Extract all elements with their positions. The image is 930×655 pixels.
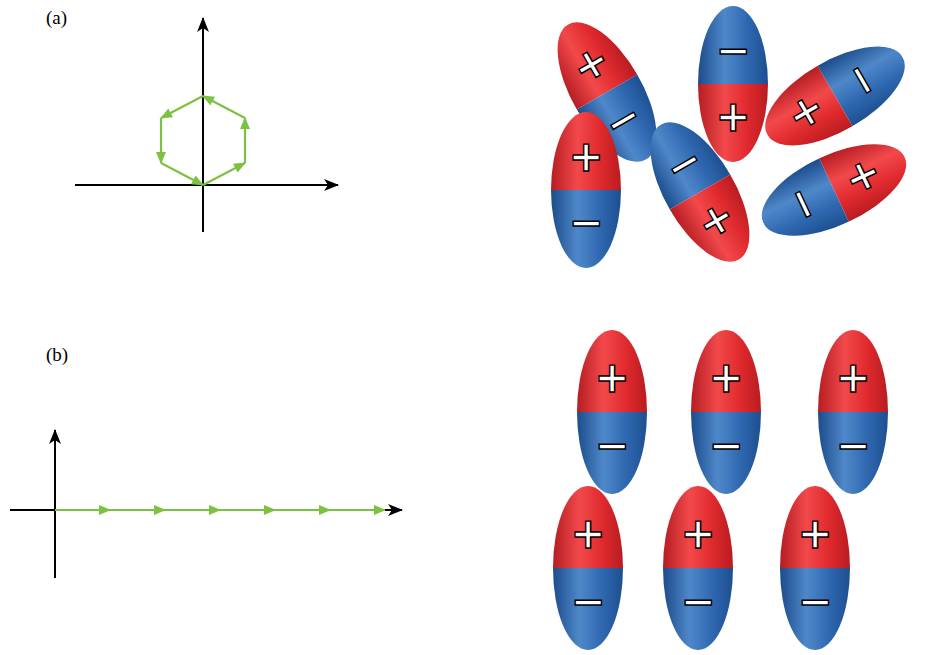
charge-half [670,175,770,278]
charge-half [698,6,768,84]
charge-half [553,568,623,650]
charge-sign: − [797,581,832,623]
dipole-vector [275,509,330,511]
charge-half [577,412,647,494]
dipole-molecules [538,6,920,650]
dipole-vector [244,118,246,163]
charge-sign: + [797,513,832,555]
dipole-vector [330,509,385,511]
dipole-vector [220,509,275,511]
charge-sign: − [570,581,605,623]
charge-sign: − [835,425,870,467]
dipole-ellipsoid [577,330,647,494]
axis-line [202,18,204,232]
dipole-vector [160,118,162,163]
dipole-ellipsoid [663,486,733,650]
dipole-vectors [55,509,385,511]
charge-half [780,486,850,568]
charge-sign: + [715,96,750,138]
charge-half [818,412,888,494]
panel-label: (a) [46,8,67,27]
charge-half [553,486,623,568]
dipole-ellipsoid [551,112,621,268]
charge-half [749,158,849,254]
dipole-ellipsoid [691,330,761,494]
charge-half [818,330,888,412]
charge-half [577,330,647,412]
dipole-vector [165,509,220,511]
dipole-vector [110,509,165,511]
charge-sign: − [680,581,715,623]
dipole-ellipsoid [553,486,623,650]
dipole-vector [203,163,245,185]
axis-line [10,509,402,511]
dipole-vector [161,163,203,185]
charge-sign: − [708,425,743,467]
dipole-ellipsoid [750,27,920,166]
panel-label: (b) [46,345,68,364]
axis-line [54,430,56,578]
dipole-vectors [161,96,245,185]
charge-sign: + [835,357,870,399]
charge-sign: − [594,425,629,467]
charge-half [663,568,733,650]
charge-sign: + [708,357,743,399]
charge-sign: + [594,357,629,399]
dipole-vector [161,96,203,118]
charge-sign: + [680,513,715,555]
dipole-ellipsoid [698,6,768,162]
charge-sign: − [568,202,603,244]
charge-sign: + [570,513,605,555]
charge-half [750,66,853,166]
dipole-vector [203,96,245,118]
dipole-ellipsoid [818,330,888,494]
charge-sign: + [568,136,603,178]
charge-half [780,568,850,650]
charge-half [691,412,761,494]
dipole-ellipsoid [780,486,850,650]
dipole-ellipsoid [749,125,920,254]
charge-sign: − [715,30,750,72]
charge-half [551,190,621,268]
charge-half [691,330,761,412]
dipole-vector [55,509,110,511]
charge-half [663,486,733,568]
